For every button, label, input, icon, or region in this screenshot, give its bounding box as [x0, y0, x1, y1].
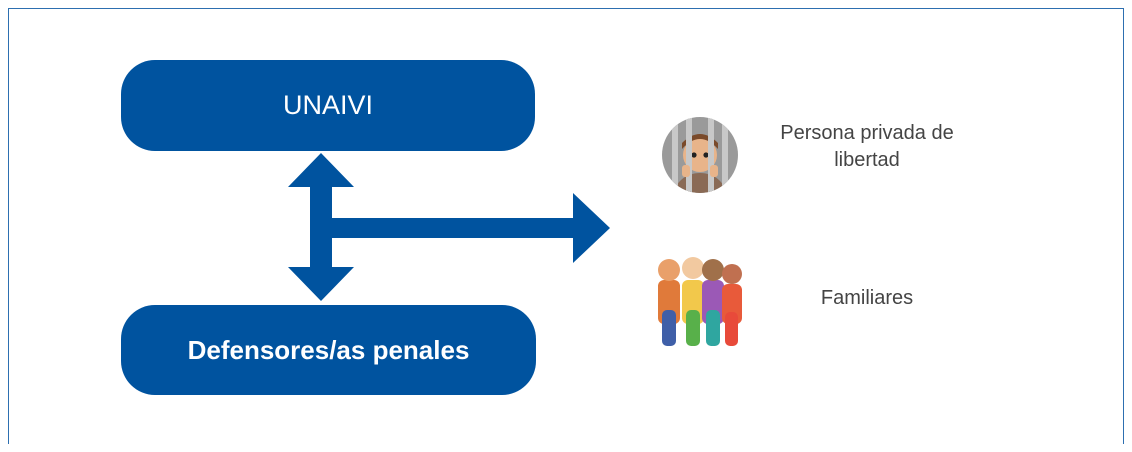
diagram-frame — [8, 8, 1124, 444]
persona-label: Persona privada de libertad — [780, 122, 954, 171]
familiares-label: Familiares — [820, 287, 914, 309]
defensores-label: Defensores/as penales — [187, 334, 470, 365]
vertical-double-arrow — [288, 153, 354, 301]
family-group-icon — [650, 250, 750, 350]
unaivi-box: UNAIVI — [121, 60, 535, 151]
defensores-box: Defensores/as penales — [121, 305, 536, 395]
horizontal-arrow — [332, 193, 610, 263]
unaivi-label: UNAIVI — [282, 90, 374, 120]
prisoner-behind-bars-icon — [660, 115, 740, 195]
